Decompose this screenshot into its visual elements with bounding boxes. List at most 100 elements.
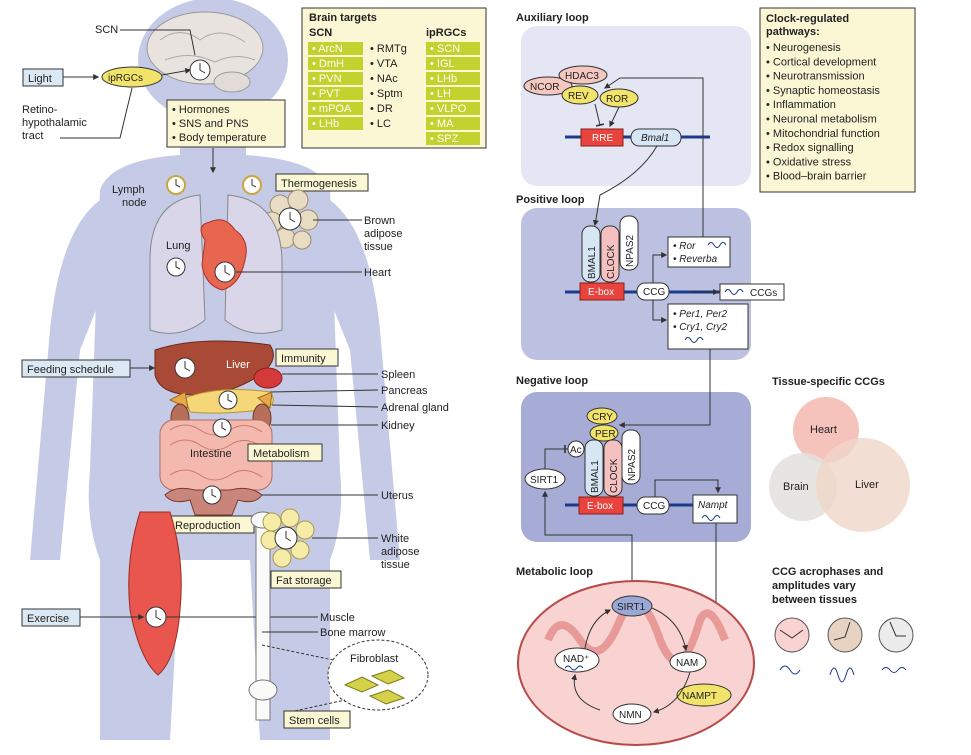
fat-storage-label: Fat storage bbox=[276, 575, 332, 587]
pathway-item: • Neurotransmission bbox=[766, 71, 865, 83]
clock-protein bbox=[600, 225, 620, 283]
white-adipose-cluster bbox=[260, 508, 315, 568]
hdac3-label: HDAC3 bbox=[565, 71, 599, 82]
brain-target-label: • VLPO bbox=[430, 103, 467, 115]
output-sns-pns: • SNS and PNS bbox=[172, 118, 249, 130]
pathway-item: • Oxidative stress bbox=[766, 156, 852, 168]
thermogenesis-label: Thermogenesis bbox=[281, 178, 357, 190]
tissue-clock-heart-icon bbox=[774, 617, 810, 653]
metabolism-label: Metabolism bbox=[253, 448, 309, 460]
neg-target-per: • Per1, Per2 bbox=[673, 309, 728, 320]
rre-element bbox=[580, 128, 624, 147]
heart-organ bbox=[200, 219, 247, 291]
retino-line-1: Retino- bbox=[22, 104, 58, 116]
heart-circle-label: Heart bbox=[810, 424, 837, 436]
nad-ellipse bbox=[554, 647, 600, 673]
lymph-label-1: Lymph bbox=[112, 184, 145, 196]
liver-label: Liver bbox=[226, 359, 250, 371]
fibroblast-label: Fibroblast bbox=[350, 653, 398, 665]
pathway-item: • Redox signalling bbox=[766, 142, 854, 154]
pathway-item: • Neurogenesis bbox=[766, 42, 841, 54]
muscle-organ bbox=[128, 511, 182, 676]
brain-target-label: • Sptm bbox=[370, 88, 403, 100]
tissue-clock-liver-icon bbox=[827, 617, 863, 653]
iprgcs-ellipse bbox=[101, 66, 163, 88]
scn-clock-icon bbox=[189, 59, 211, 81]
tissue-caption-1: CCG acrophases and bbox=[772, 566, 883, 578]
intestine-organ bbox=[159, 418, 273, 491]
stem-cells-label: Stem cells bbox=[289, 715, 340, 727]
brain-target-label: • LC bbox=[370, 118, 391, 130]
nampt-ellipse bbox=[676, 683, 732, 707]
pathways-title-1: Clock-regulated bbox=[766, 13, 849, 25]
pathway-item: • Blood–brain barrier bbox=[766, 171, 867, 183]
brain-target-label: • LHb bbox=[312, 118, 339, 130]
brain-targets-iprgc-header: ipRGCs bbox=[426, 27, 466, 39]
clock-label: CLOCK bbox=[606, 244, 617, 279]
brain-target-bg bbox=[426, 42, 480, 55]
white-adipose-1: White bbox=[381, 533, 409, 545]
retino-line-2: hypothalamic bbox=[22, 117, 87, 129]
nad-label: NAD⁺ bbox=[563, 654, 589, 665]
brain-target-label: • DmH bbox=[312, 58, 344, 70]
npas2-protein bbox=[619, 215, 639, 271]
intestine-label: Intestine bbox=[190, 448, 232, 460]
white-adipose-3: tissue bbox=[381, 559, 410, 571]
brain-target-bg bbox=[308, 72, 363, 85]
brown-adipose-2: adipose bbox=[364, 228, 403, 240]
ac-label: Ac bbox=[570, 445, 582, 456]
brown-adipose-3: tissue bbox=[364, 241, 393, 253]
ccgs-box bbox=[719, 283, 785, 301]
brown-adipose-cluster bbox=[261, 189, 319, 250]
kidney-label: Kidney bbox=[381, 420, 415, 432]
cry-label: CRY bbox=[592, 412, 613, 423]
metabolic-loop-title: Metabolic loop bbox=[516, 566, 593, 578]
pathway-item: • Cortical development bbox=[766, 56, 876, 68]
brain-target-label: • DR bbox=[370, 103, 393, 115]
brain-wave bbox=[881, 667, 907, 673]
positive-loop-title: Positive loop bbox=[516, 194, 585, 206]
ebox-element bbox=[579, 282, 625, 301]
muscle-clock-icon bbox=[145, 606, 167, 628]
brain-target-label: • MA bbox=[430, 118, 454, 130]
brain-target-bg bbox=[426, 132, 480, 145]
retino-line-3: tract bbox=[22, 130, 43, 142]
neg-ebox-label: E-box bbox=[587, 501, 613, 512]
brain-targets-scn-header: SCN bbox=[309, 27, 332, 39]
iprgcs-label: ipRGCs bbox=[108, 73, 143, 84]
brain-target-bg bbox=[308, 87, 363, 100]
brain-target-label: • LHb bbox=[430, 73, 457, 85]
liver-organ bbox=[154, 340, 274, 396]
adrenal-right bbox=[257, 391, 273, 409]
scn-targets-col1: • ArcN• DmH• PVN• PVT• mPOA• LHb bbox=[308, 42, 363, 130]
neg-npas2-protein bbox=[621, 429, 641, 485]
bmal1-gene-box bbox=[630, 128, 682, 147]
lymph-clock-icon bbox=[166, 175, 186, 195]
neg-ccg-label: CCG bbox=[643, 501, 665, 512]
brain-target-bg bbox=[308, 42, 363, 55]
pancreas-label: Pancreas bbox=[381, 385, 428, 397]
brown-adipose-1: Brown bbox=[364, 215, 395, 227]
ccgs-label: CCGs bbox=[750, 288, 777, 299]
brain-targets-title: Brain targets bbox=[309, 12, 377, 24]
neg-sirt1-ellipse bbox=[524, 468, 566, 490]
pathway-item: • Synaptic homeostasis bbox=[766, 85, 880, 97]
brain-target-label: • ArcN bbox=[312, 43, 343, 55]
ror-label: ROR bbox=[606, 94, 628, 105]
brain-target-label: • RMTg bbox=[370, 43, 407, 55]
pathway-item: • Mitochondrial function bbox=[766, 128, 880, 140]
brain-target-bg bbox=[308, 102, 363, 115]
brain-target-label: • IGL bbox=[430, 58, 455, 70]
neg-clock-label: CLOCK bbox=[609, 458, 620, 493]
sirt1-ellipse bbox=[611, 595, 653, 617]
stem-cells-box bbox=[283, 710, 351, 729]
bmal1-gene-label: Bmal1 bbox=[641, 133, 669, 144]
brain-target-bg bbox=[308, 117, 363, 130]
auxiliary-loop-box bbox=[521, 26, 751, 186]
lymph-clock-icon-2 bbox=[242, 175, 262, 195]
neg-target-cry: • Cry1, Cry2 bbox=[673, 322, 728, 333]
brain-target-label: • VTA bbox=[370, 58, 398, 70]
heart-label: Heart bbox=[364, 267, 391, 279]
nam-ellipse bbox=[669, 651, 707, 673]
liver-circle-label: Liver bbox=[855, 479, 879, 491]
